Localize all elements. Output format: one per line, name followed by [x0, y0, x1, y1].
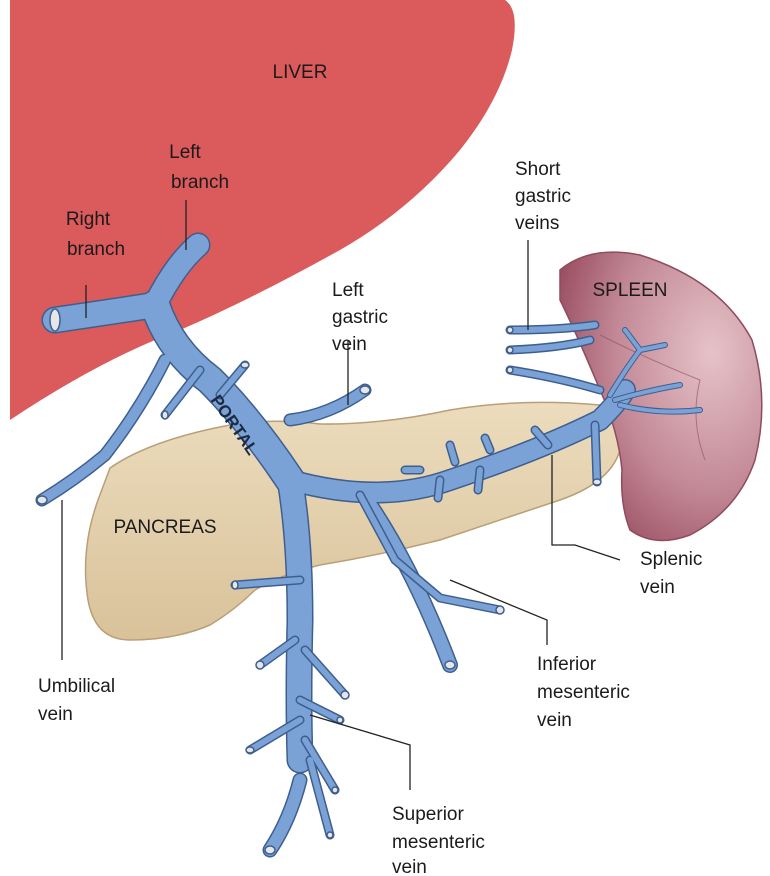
pancreas-label: PANCREAS: [113, 517, 216, 538]
splenic-label-line2: vein: [640, 577, 675, 598]
superior-mesenteric-label-line1: Superior: [392, 804, 464, 825]
short-gastric-label-line3: veins: [515, 213, 559, 234]
inferior-mesenteric-label-line1: Inferior: [537, 654, 597, 675]
inferior-mesenteric-label-line2: mesenteric: [537, 682, 630, 703]
left-gastric-label-line1: Left: [332, 280, 364, 301]
left-branch-label-line2: branch: [171, 172, 229, 193]
superior-mesenteric-label-line3: vein: [392, 857, 427, 876]
right-branch-label-line1: Right: [66, 209, 111, 230]
umbilical-label-line1: Umbilical: [38, 676, 115, 697]
spleen-label: SPLEEN: [593, 280, 668, 301]
left-gastric-label-line3: vein: [332, 334, 367, 355]
left-gastric-label-line2: gastric: [332, 307, 388, 328]
liver-label: LIVER: [273, 62, 328, 83]
short-gastric-label-line2: gastric: [515, 186, 571, 207]
right-branch-label-line2: branch: [67, 239, 125, 260]
left-branch-label-line1: Left: [169, 142, 201, 163]
short-gastric-label-line1: Short: [515, 159, 561, 180]
splenic-label-line1: Splenic: [640, 549, 702, 570]
right-branch-vein: [55, 305, 155, 320]
umbilical-label-line2: vein: [38, 704, 73, 725]
short-gastric-vein-3: [510, 370, 600, 390]
inferior-mesenteric-label-line3: vein: [537, 710, 572, 731]
superior-mesenteric-label-line2: mesenteric: [392, 832, 485, 853]
